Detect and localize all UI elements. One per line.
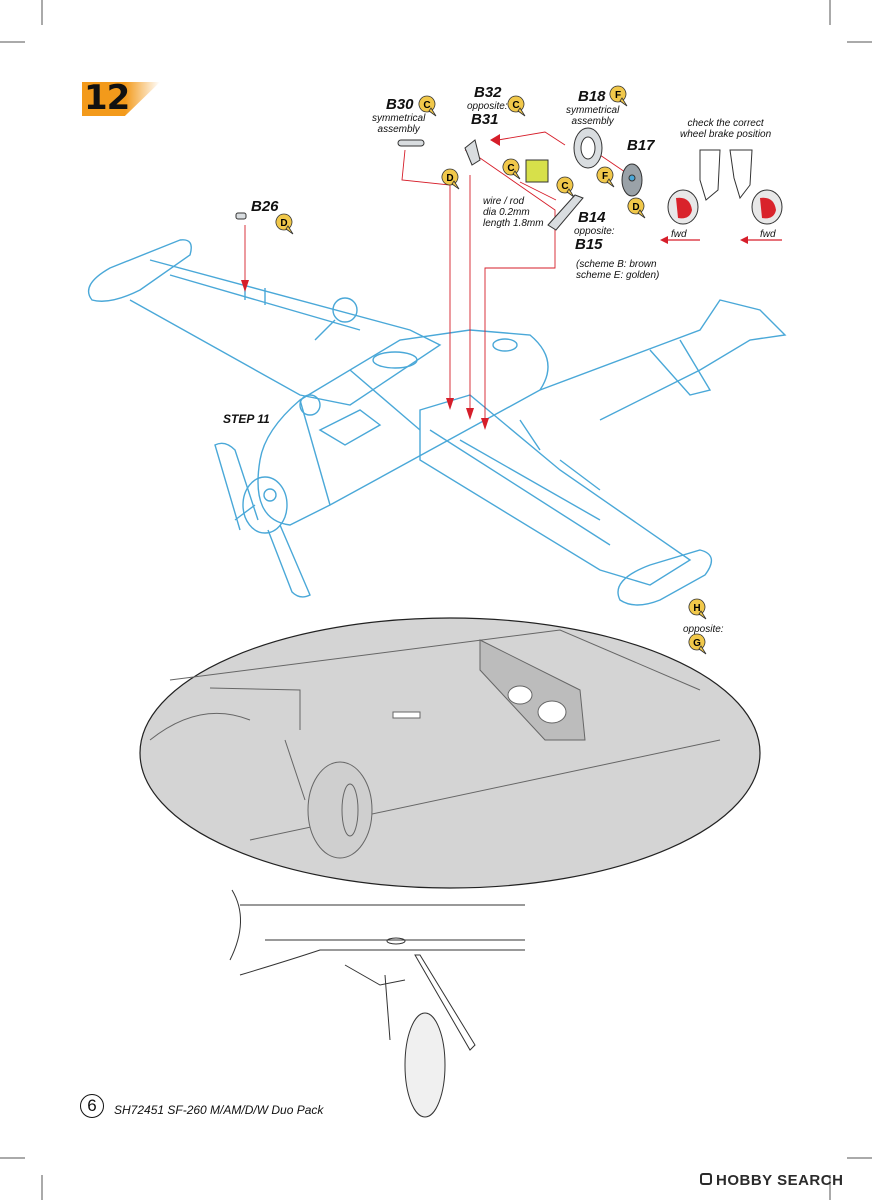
marker-b17-f: F <box>596 166 615 188</box>
marker-b18: F <box>609 85 628 107</box>
svg-text:F: F <box>615 90 621 101</box>
svg-text:C: C <box>512 100 519 111</box>
part-b26-label: B26 <box>251 198 279 215</box>
marker-b32: C <box>507 95 526 117</box>
part-b18-note: symmetrical assembly <box>566 105 620 127</box>
wire-rod-note: wire / rod dia 0.2mm length 1.8mm <box>483 196 544 229</box>
marker-b14: C <box>556 176 575 198</box>
part-b31-label: B31 <box>471 111 499 128</box>
svg-text:G: G <box>693 638 701 649</box>
svg-text:C: C <box>507 163 514 174</box>
svg-text:F: F <box>602 171 608 182</box>
marker-wingtip-g: G <box>688 633 707 655</box>
part-b32-opposite: opposite: <box>467 101 508 112</box>
brake-check-title: check the correct wheel brake position <box>680 118 772 140</box>
parts-drawings <box>235 127 643 231</box>
part-b17-label: B17 <box>627 137 655 154</box>
marker-wire: C <box>502 158 521 180</box>
side-view-detail <box>229 889 525 1118</box>
marker-b30: C <box>418 95 437 117</box>
part-b14-opposite: opposite: <box>574 226 615 237</box>
brake-check-diagrams <box>660 149 783 244</box>
svg-text:D: D <box>280 218 287 229</box>
svg-text:D: D <box>632 202 639 213</box>
marker-b17-d: D <box>627 197 646 219</box>
wingtip-opposite: opposite: <box>683 624 724 635</box>
part-b30-note: symmetrical assembly <box>372 113 426 135</box>
marker-wingtip-h: H <box>688 598 707 620</box>
page-number: 6 <box>80 1094 104 1118</box>
svg-text:C: C <box>423 100 430 111</box>
watermark-text: HOBBY SEARCH <box>716 1172 844 1189</box>
svg-text:C: C <box>561 181 568 192</box>
part-b14-label: B14 <box>578 209 606 226</box>
svg-text:H: H <box>693 603 700 614</box>
marker-b26: D <box>275 213 294 235</box>
detail-view <box>139 617 761 889</box>
previous-step-label: STEP 11 <box>223 412 270 426</box>
step-number: 12 <box>84 78 130 118</box>
part-b15-scheme-note: (scheme B: brown scheme E: golden) <box>576 259 660 281</box>
brake-fwd-right: fwd <box>760 229 776 240</box>
brake-fwd-left: fwd <box>671 229 687 240</box>
kit-title: SH72451 SF-260 M/AM/D/W Duo Pack <box>114 1103 324 1117</box>
part-b18-label: B18 <box>578 88 606 105</box>
svg-text:D: D <box>446 173 453 184</box>
caution-icon <box>525 159 549 183</box>
part-b32-label: B32 <box>474 84 502 101</box>
part-b15-label: B15 <box>575 236 603 253</box>
marker-strut: D <box>441 168 460 190</box>
hobby-search-logo-icon <box>700 1173 712 1185</box>
part-b30-label: B30 <box>386 96 414 113</box>
